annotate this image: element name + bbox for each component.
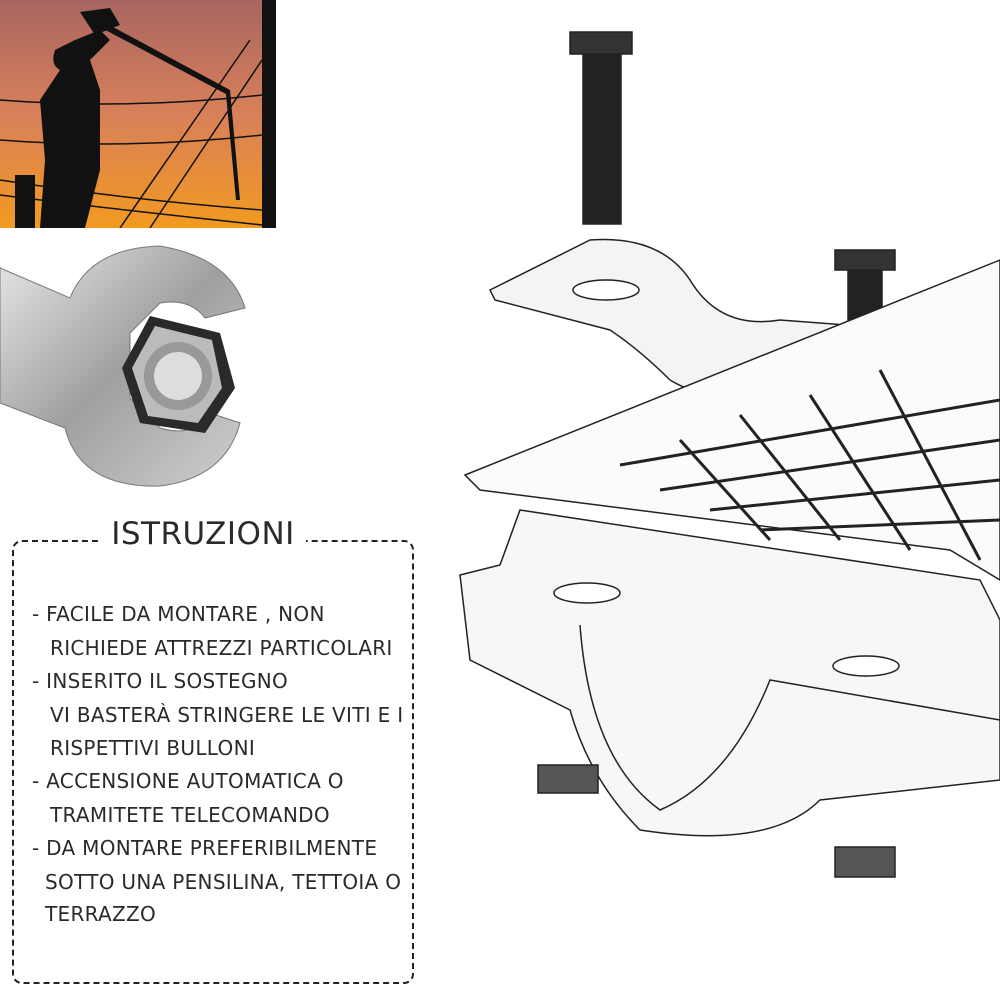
- lamp-panel: [463, 259, 1000, 581]
- instruction-line: - FACILE DA MONTARE , NON: [32, 602, 325, 626]
- bolt-top: [569, 31, 633, 225]
- instruction-line: RISPETTIVI BULLONI: [50, 736, 256, 760]
- instruction-line: SOTTO UNA PENSILINA, TETTOIA O: [45, 870, 402, 894]
- worker-installing-lamp-photo: [0, 0, 276, 228]
- exploded-mounting-diagram: [459, 31, 1000, 878]
- instruction-line: - INSERITO IL SOSTEGNO: [32, 669, 289, 693]
- instruction-line: RICHIEDE ATTREZZI PARTICOLARI: [50, 636, 393, 660]
- instruction-line: - DA MONTARE PREFERIBILMENTE: [32, 836, 378, 860]
- instruction-line: TERRAZZO: [45, 902, 157, 926]
- instructions-title: ISTRUZIONI: [100, 512, 306, 556]
- instruction-line: TRAMITETE TELECOMANDO: [50, 803, 330, 827]
- nut-left: [537, 764, 599, 794]
- instruction-line: VI BASTERÀ STRINGERE LE VITI E I: [50, 703, 404, 727]
- wrench-and-nut-image: [0, 245, 246, 487]
- nut-right: [834, 846, 896, 878]
- instruction-line: - ACCENSIONE AUTOMATICA O: [32, 769, 344, 793]
